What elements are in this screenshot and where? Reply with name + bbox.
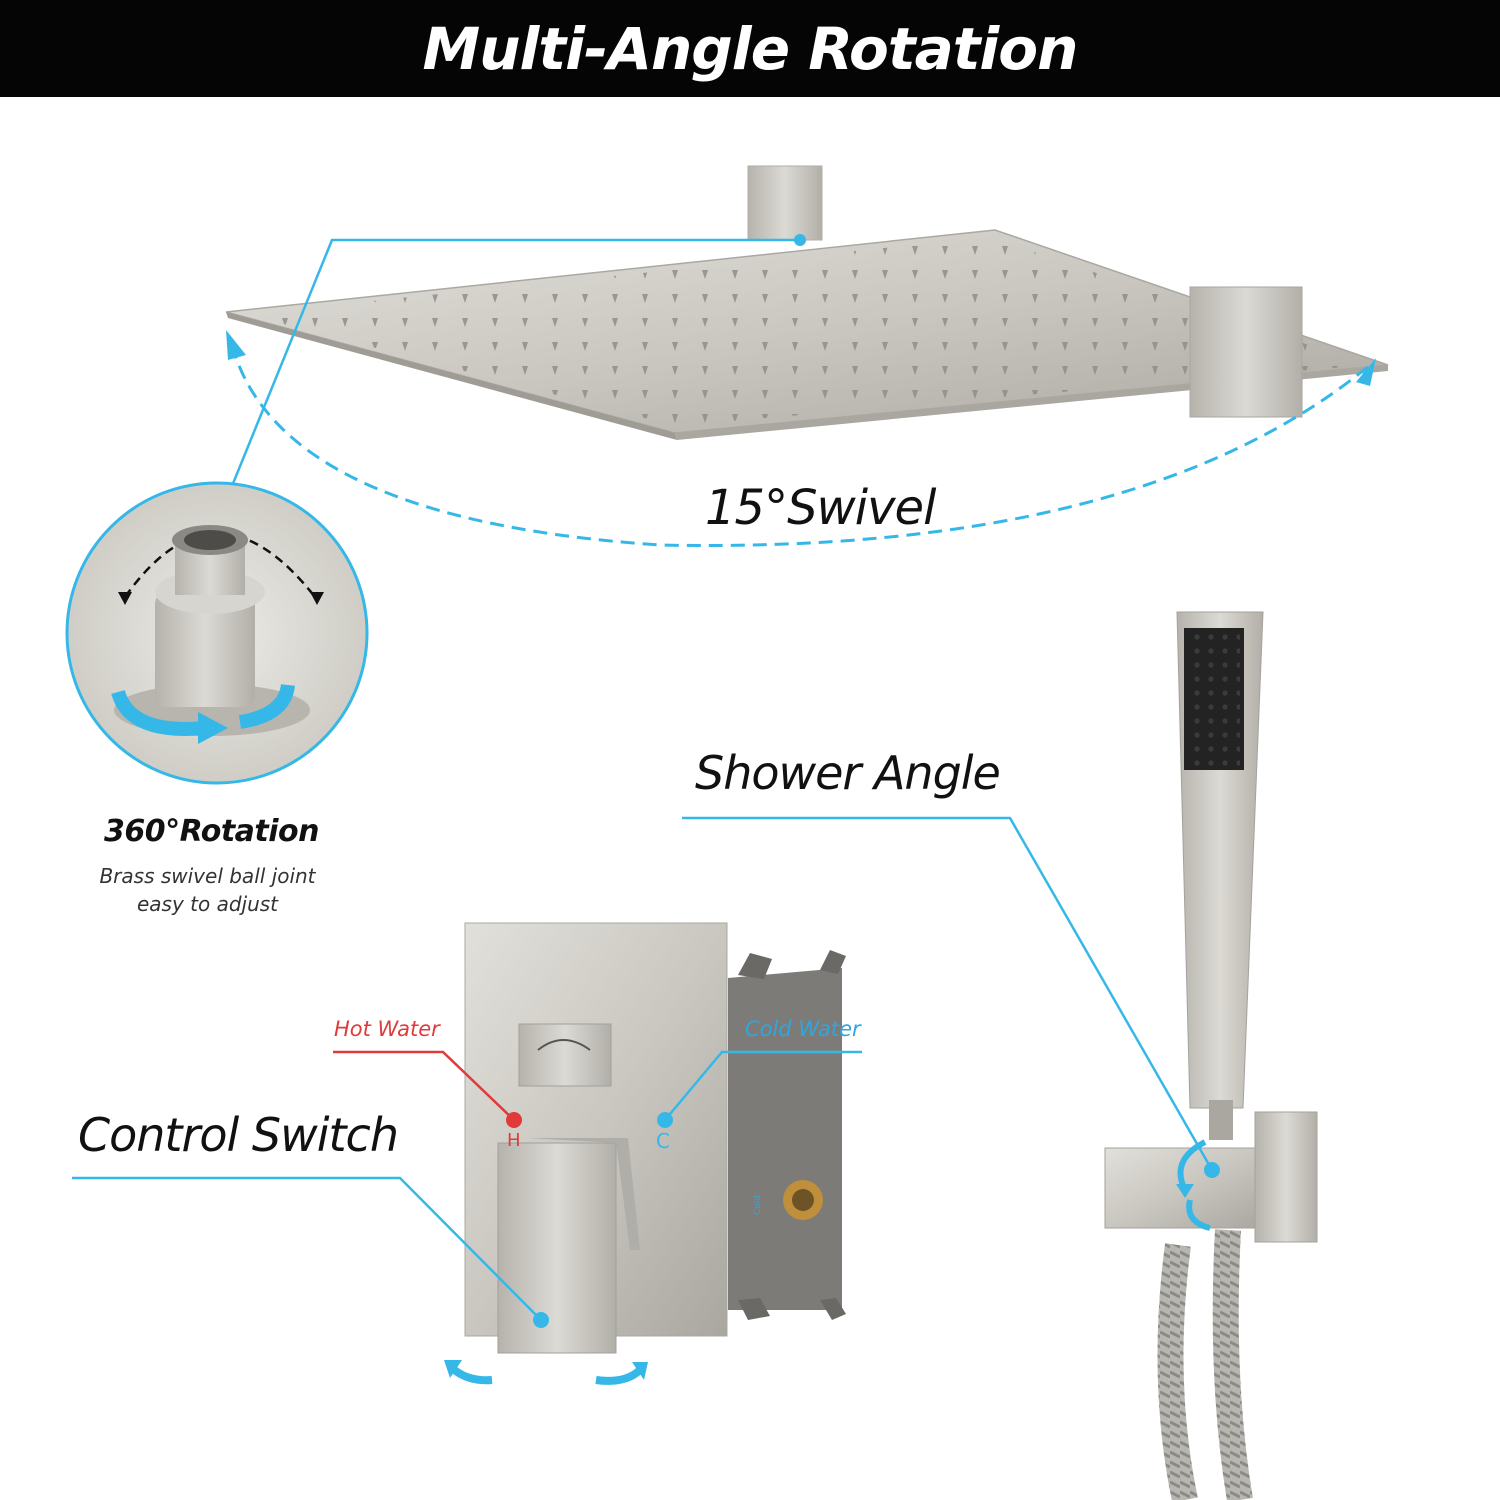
- hand-shower: [1104, 611, 1318, 1500]
- cold-mark: C: [656, 1129, 670, 1153]
- dash-arrow-right-icon: [310, 592, 324, 605]
- lever-arrow-right-icon: [632, 1362, 648, 1380]
- page-title: Multi-Angle Rotation: [422, 14, 1079, 83]
- arrow-right-icon: [1356, 358, 1376, 386]
- arrow-left-icon: [226, 330, 246, 360]
- box-cold-mark: Cold: [753, 1195, 763, 1215]
- hot-mark: H: [507, 1130, 521, 1151]
- lever-arrow-left-icon: [444, 1360, 462, 1378]
- header-bar: Multi-Angle Rotation: [0, 0, 1500, 97]
- rotation-desc-line-1: Brass swivel ball joint: [99, 864, 316, 888]
- shower-angle-label: Shower Angle: [695, 746, 1001, 800]
- hot-water-label: Hot Water: [334, 1017, 440, 1041]
- rain-shower-head: [225, 165, 1389, 440]
- swivel-label: 15°Swivel: [705, 480, 936, 536]
- ball-joint-detail: [65, 481, 369, 785]
- cold-water-label: Cold Water: [745, 1017, 861, 1041]
- rotation-label: 360°Rotation: [104, 814, 320, 849]
- control-switch-label: Control Switch: [78, 1108, 399, 1162]
- dash-arrow-left-icon: [118, 592, 132, 605]
- hand-rotate-arrow-icon: [1176, 1184, 1194, 1198]
- control-valve: [464, 922, 846, 1354]
- rotation-description: Brass swivel ball joint easy to adjust: [60, 862, 355, 918]
- rotate-arrow-icon: [198, 712, 228, 744]
- rotation-desc-line-2: easy to adjust: [136, 892, 279, 916]
